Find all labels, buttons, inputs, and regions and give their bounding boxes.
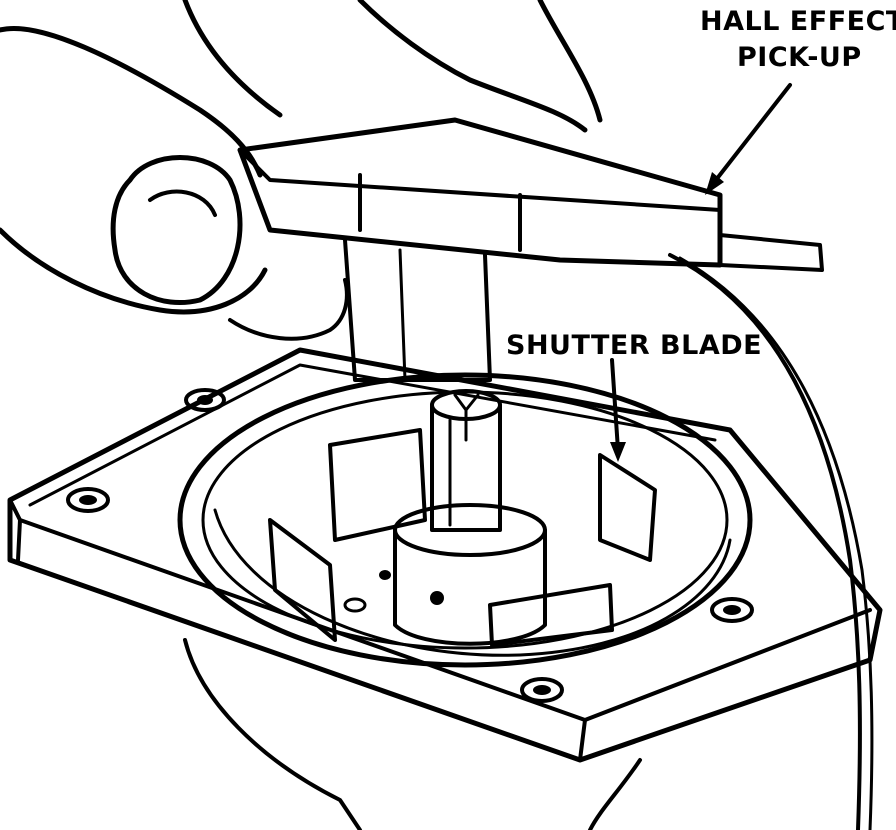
shutter-blades [268,428,657,647]
shutter-blade-1 [328,428,427,542]
shutter-blade-arrowhead [610,442,626,462]
shutter-blade-2 [598,453,657,562]
hall-effect-leader [710,83,792,187]
housing-bowl [177,372,753,668]
hall-effect-arrowhead [705,172,724,195]
shaft-hub [393,503,547,646]
bolt-holes [66,388,754,703]
shutter-blade-leader [610,358,620,452]
shutter-blade-3 [268,518,337,642]
bolt-hole-left [66,487,110,513]
bolt-hole-right [710,597,754,623]
distributor-shaft [430,389,502,532]
housing-base [183,638,642,830]
shutter-blade-label: SHUTTER BLADE [506,330,763,361]
hand [0,0,603,341]
pickup-wire [668,253,862,830]
bolt-hole-top [184,388,226,412]
shutter-blade-4 [488,583,614,647]
hall-effect-label-line2: PICK-UP [737,42,862,73]
bolt-hole-bottom [520,677,564,703]
thumb [110,155,243,306]
hall-effect-label-line1: HALL EFFECT [700,6,896,37]
